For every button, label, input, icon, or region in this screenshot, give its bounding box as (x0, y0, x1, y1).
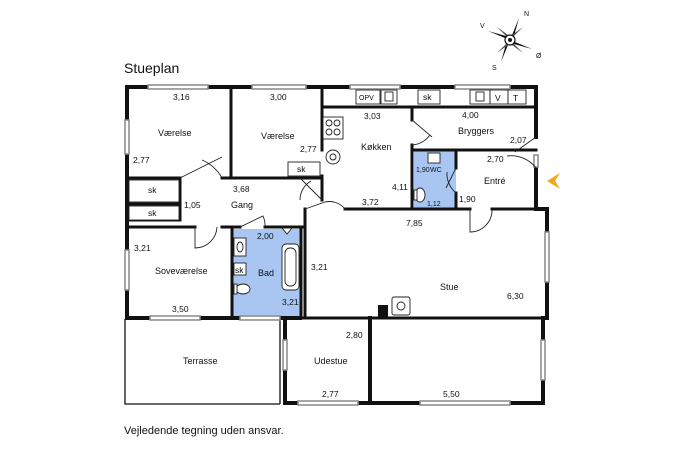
dim-vaerelse1-w: 3,16 (173, 92, 190, 102)
dim-bryggers-h: 2,07 (510, 135, 527, 145)
dim-gang-h: 1,05 (184, 200, 201, 210)
dim-vaerelse1-h: 2,77 (133, 155, 150, 165)
room-bryggers: Bryggers (458, 126, 495, 136)
dim-vaerelse2-h: 2,77 (300, 144, 317, 154)
label-sk-gang-1: sk (148, 185, 157, 195)
dim-stue-bottom: 5,50 (443, 389, 460, 399)
page-title: Stueplan (124, 60, 180, 76)
dim-sove-w: 3,50 (172, 304, 189, 314)
bath-fixtures: sk (233, 227, 300, 295)
compass-v: V (480, 23, 485, 30)
bryggers-fixtures: sk V T (417, 89, 527, 105)
room-gang: Gang (231, 200, 253, 210)
room-terrasse: Terrasse (183, 356, 218, 366)
dim-bryggers-w: 4,00 (462, 110, 479, 120)
dim-wc-w: 1,12 (427, 201, 441, 208)
dim-kokken-h: 4,11 (392, 182, 408, 192)
dim-entre-h: 1,90 (459, 194, 476, 204)
room-vaerelse-1: Værelse (158, 128, 192, 138)
doors (179, 119, 537, 249)
dim-udestue-bottom: 2,77 (322, 389, 339, 399)
room-wc: WC (430, 167, 442, 174)
dim-sove-h: 3,21 (134, 243, 151, 253)
label-sk-bryggers: sk (423, 92, 432, 102)
label-sk-gang-2: sk (148, 208, 157, 218)
label-sk-bad: sk (235, 265, 244, 275)
dim-vaerelse2-w: 3,00 (270, 92, 287, 102)
dim-bad-w: 2,00 (257, 231, 274, 241)
kitchen-fixtures: OPV (322, 89, 398, 165)
fireplace (378, 305, 388, 317)
dim-stue-h: 6,30 (507, 291, 524, 301)
wc-fixtures (413, 152, 441, 203)
dim-stue-top: 7,85 (406, 218, 423, 228)
compass-rose-icon: N V S Ø (480, 11, 542, 72)
dim-bad-h: 3,21 (282, 297, 299, 307)
room-stue: Stue (440, 282, 459, 292)
room-vaerelse-2: Værelse (261, 131, 295, 141)
label-t: T (513, 93, 518, 103)
label-sk-vaerelse: sk (297, 164, 306, 174)
dim-kokken-bottom: 3,72 (362, 197, 379, 207)
label-opv: OPV (359, 95, 374, 102)
room-entre: Entré (484, 176, 506, 186)
disclaimer: Vejledende tegning uden ansvar. (124, 425, 284, 437)
dim-kokken-w: 3,03 (364, 111, 381, 121)
dim-wc-h: 1,90 (416, 167, 430, 174)
dim-udestue-w: 2,80 (346, 330, 363, 340)
compass-s: S (492, 65, 497, 72)
entrance-arrow-icon (547, 173, 560, 189)
compass-o: Ø (536, 53, 542, 60)
room-udestue: Udestue (314, 356, 348, 366)
dim-gang-w: 3,68 (233, 184, 250, 194)
dim-stue-left: 3,21 (311, 262, 328, 272)
room-kokken: Køkken (361, 142, 392, 152)
dim-entre-w: 2,70 (487, 154, 504, 164)
room-bad: Bad (258, 268, 274, 278)
label-v: V (495, 93, 501, 103)
windows (124, 84, 550, 406)
compass-n: N (524, 11, 529, 18)
room-sovevaerelse: Soveværelse (155, 266, 208, 276)
